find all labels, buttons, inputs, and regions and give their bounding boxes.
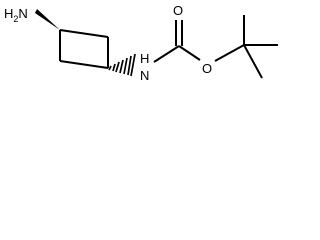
carbamate-n-label: N xyxy=(140,68,149,83)
molecule-diagram: H2N H N O O xyxy=(0,0,284,96)
carbonyl-oxygen-label: O xyxy=(173,3,183,18)
structure-svg: H2N H N O O xyxy=(4,3,278,83)
amine-label: H2N xyxy=(4,6,28,24)
carbamate-h-label: H xyxy=(140,51,149,66)
bond-n-carbonyl xyxy=(153,45,180,63)
ring-bond-bottom xyxy=(59,60,109,69)
tbutyl-methyl-bottom xyxy=(243,44,263,79)
bond-carbonyl-ester-o xyxy=(178,45,201,61)
ester-oxygen-label: O xyxy=(202,61,212,76)
wedge-bond-amine xyxy=(35,9,60,30)
bond-ester-o-tbutyl xyxy=(214,44,245,62)
hashed-bond-carbamate xyxy=(108,53,136,77)
ring-bond-top xyxy=(59,29,109,38)
